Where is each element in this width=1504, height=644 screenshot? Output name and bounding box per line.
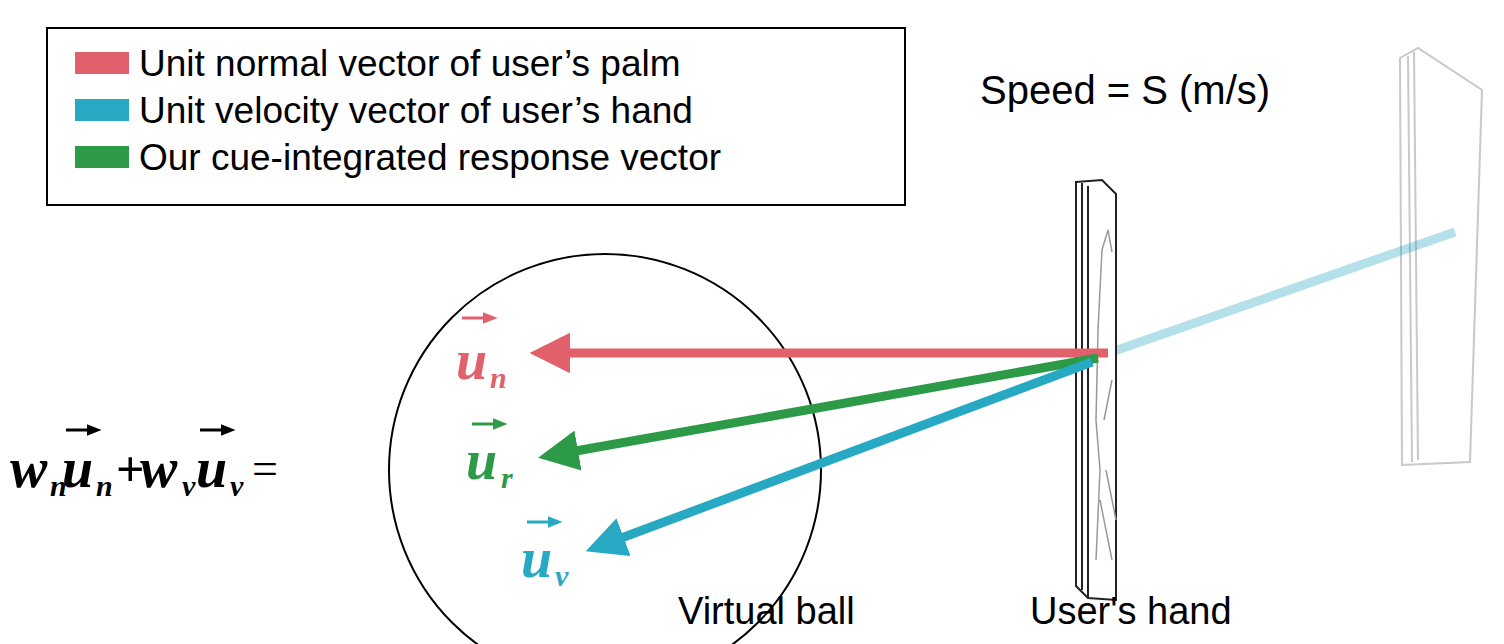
subscript: n (490, 363, 507, 393)
velocity-vector (616, 362, 1092, 540)
hand-label: User's hand (1030, 592, 1232, 630)
legend-text: Our cue-integrated response vector (139, 139, 721, 176)
vector-symbol: u (62, 440, 93, 496)
legend-entry: Unit normal vector of user’s palm (75, 43, 681, 83)
subscript: r (501, 463, 513, 493)
equals-sign: = (252, 446, 278, 492)
motion-trail (1100, 232, 1455, 356)
subscript: v (230, 471, 243, 501)
subscript: n (96, 471, 113, 501)
previous-hand (1400, 48, 1482, 465)
vector-symbol: u (466, 432, 497, 488)
speed-label: Speed = S (m/s) (980, 70, 1270, 110)
subscript: v (555, 561, 568, 591)
legend-swatch (75, 99, 129, 121)
legend-entry: Our cue-integrated response vector (75, 137, 721, 177)
weight-symbol: w (140, 440, 177, 496)
vector-symbol: u (521, 530, 552, 586)
vector-symbol: u (196, 440, 227, 496)
legend-frame (47, 28, 905, 205)
weight-symbol: w (10, 440, 47, 496)
legend-text: Unit normal vector of user’s palm (139, 45, 681, 82)
vector-symbol: u (456, 332, 487, 388)
hand-plate (1076, 180, 1116, 600)
legend-text: Unit velocity vector of user’s hand (139, 92, 693, 129)
response-vector (570, 358, 1098, 452)
normal-vector (562, 349, 1108, 358)
legend-entry: Unit velocity vector of user’s hand (75, 90, 693, 130)
legend-swatch (75, 52, 129, 74)
legend-swatch (75, 146, 129, 168)
ball-label: Virtual ball (678, 592, 855, 630)
vector-accents (66, 318, 555, 522)
subscript: v (182, 471, 195, 501)
